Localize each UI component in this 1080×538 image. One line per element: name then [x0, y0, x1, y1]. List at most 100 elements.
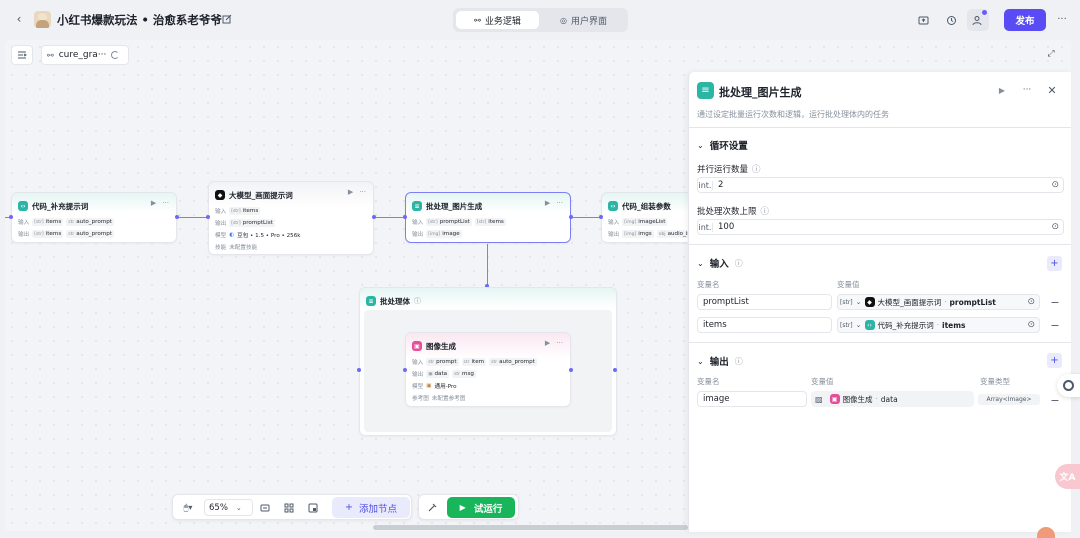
remove-input-icon[interactable]: −: [1050, 318, 1060, 332]
port[interactable]: [485, 284, 489, 288]
remove-input-icon[interactable]: −: [1050, 295, 1060, 309]
mode-tabs: ⚯ 业务逻辑 ◎ 用户界面: [453, 8, 628, 32]
max-batch-input[interactable]: int. 100 ⊙: [697, 219, 1064, 235]
input-name: promptList: [703, 297, 749, 307]
info-icon[interactable]: ⓘ: [760, 207, 770, 217]
edge-llm-to-batch: [374, 217, 405, 219]
port[interactable]: [569, 368, 573, 372]
node-batch-image-gen[interactable]: ≡批处理_图片生成 ▶··· 输入[str]promptList[str]ite…: [405, 192, 571, 243]
output-value-field[interactable]: ▨ ▣ 图像生成· data: [811, 391, 974, 407]
mascot-icon[interactable]: [1037, 527, 1055, 538]
horizontal-scrollbar[interactable]: [373, 525, 688, 530]
run-node-icon[interactable]: ▶: [544, 199, 551, 207]
port[interactable]: [9, 215, 13, 219]
debug-icon[interactable]: [425, 501, 439, 515]
close-icon[interactable]: ✕: [1047, 83, 1057, 97]
var-tag: [str]items: [474, 218, 506, 226]
more-icon[interactable]: ···: [556, 339, 563, 347]
add-input-button[interactable]: +: [1047, 256, 1062, 271]
remove-output-icon[interactable]: −: [1050, 393, 1060, 407]
play-icon: ▶: [459, 503, 466, 512]
more-horizontal-icon[interactable]: ···: [1057, 13, 1067, 25]
output-name: image: [703, 394, 730, 404]
input-name: items: [703, 320, 727, 330]
var-tag: [img]imgs: [622, 230, 654, 238]
input-name-field[interactable]: promptList: [697, 294, 832, 310]
port[interactable]: [357, 368, 361, 372]
collaborators-icon[interactable]: [967, 9, 989, 31]
history-icon[interactable]: [944, 13, 958, 27]
variable-ref-icon[interactable]: ⊙: [1027, 297, 1035, 307]
variable-icon: ⚯: [47, 50, 54, 60]
tab-business-logic[interactable]: ⚯ 业务逻辑: [456, 11, 539, 29]
var-value-header: 变量值: [811, 377, 834, 386]
variable-ref-icon[interactable]: ⊙: [1051, 222, 1059, 232]
port[interactable]: [599, 215, 603, 219]
run-node-icon[interactable]: ▶: [347, 188, 354, 196]
output-name-field[interactable]: image: [697, 391, 807, 407]
port[interactable]: [613, 368, 617, 372]
variable-ref-icon[interactable]: ⊙: [1051, 180, 1059, 190]
info-icon[interactable]: ⓘ: [752, 165, 761, 175]
app-title: 小红书爆款玩法 • 治愈系老爷爷: [57, 13, 222, 27]
node-title: 代码_补充提示词: [32, 201, 89, 211]
port[interactable]: [206, 215, 210, 219]
more-horizontal-icon[interactable]: ···: [1022, 85, 1032, 95]
loading-spinner-icon: [111, 51, 120, 59]
add-output-button[interactable]: +: [1047, 353, 1062, 368]
tab-user-interface[interactable]: ◎ 用户界面: [542, 11, 625, 29]
input-value-field[interactable]: [str]⌄ ‹› 代码_补充提示词· items ⊙: [837, 317, 1040, 333]
edit-icon[interactable]: [221, 13, 233, 25]
translate-icon[interactable]: 文A: [1055, 464, 1080, 489]
more-icon[interactable]: ···: [556, 199, 563, 207]
minimap-icon[interactable]: [306, 501, 320, 515]
port[interactable]: [403, 368, 407, 372]
run-node-icon[interactable]: ▶: [150, 199, 157, 207]
info-icon[interactable]: ⓘ: [734, 258, 743, 268]
variable-ref-icon[interactable]: ⊙: [1027, 320, 1035, 330]
output-label: 输出: [412, 372, 424, 378]
node-llm[interactable]: ◆大模型_画面提示词 ▶··· 输入[str]items 输出[str]prom…: [208, 181, 374, 255]
input-label: 输入: [215, 209, 227, 215]
run-node-icon[interactable]: ▶: [998, 85, 1006, 95]
port[interactable]: [372, 215, 376, 219]
add-node-button[interactable]: +添加节点: [332, 497, 410, 518]
more-icon[interactable]: ···: [162, 199, 169, 207]
comment-icon[interactable]: [258, 501, 272, 515]
more-icon[interactable]: ···: [359, 188, 366, 196]
input-label: 输入: [412, 220, 424, 226]
ref-node: 图像生成: [842, 394, 873, 404]
test-run-button[interactable]: ▶试运行: [447, 497, 515, 518]
input-name-field[interactable]: items: [697, 317, 832, 333]
port[interactable]: [175, 215, 179, 219]
publish-button[interactable]: 发布: [1004, 9, 1046, 31]
mouse-mode-icon[interactable]: 🖱︎▾: [183, 503, 193, 512]
assistant-icon[interactable]: [1057, 374, 1080, 397]
variable-chip[interactable]: ⚯ cure_gra···: [41, 45, 129, 65]
port[interactable]: [403, 215, 407, 219]
collapse-sidebar-icon[interactable]: [11, 45, 33, 65]
zoom-select[interactable]: 65%⌄: [204, 499, 253, 516]
port[interactable]: [569, 215, 573, 219]
parallel-count-input[interactable]: int. 2 ⊙: [697, 177, 1064, 193]
chevron-left-icon[interactable]: ‹: [16, 12, 22, 26]
node-title: 图像生成: [426, 341, 456, 351]
fullscreen-icon[interactable]: ⤢: [1047, 49, 1055, 59]
divider: [688, 244, 1071, 245]
layout-icon[interactable]: [282, 501, 296, 515]
batch-icon: ≡: [697, 82, 714, 99]
loop-section-header[interactable]: ⌄循环设置: [697, 138, 748, 153]
publish-history-icon[interactable]: [916, 13, 930, 27]
input-value-field[interactable]: [str]⌄ ◆ 大模型_画面提示词· promptList ⊙: [837, 294, 1040, 310]
info-icon[interactable]: ⓘ: [734, 356, 743, 366]
info-icon[interactable]: ⓘ: [414, 297, 421, 305]
run-node-icon[interactable]: ▶: [544, 339, 551, 347]
